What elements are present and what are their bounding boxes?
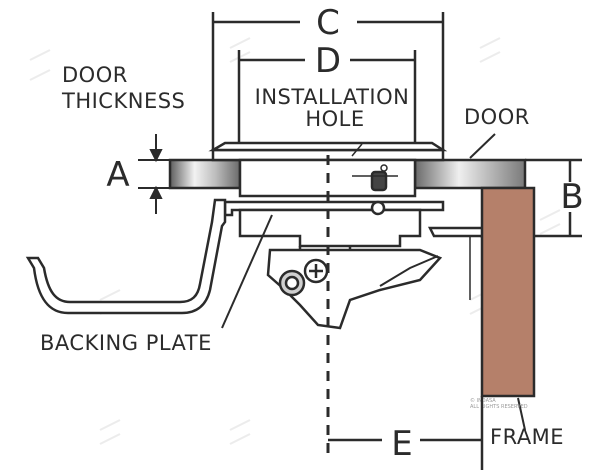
dimension-a [138,134,172,214]
dimension-c [211,12,445,150]
door-label: DOOR [464,105,530,129]
dimension-b-label: B [560,177,583,217]
latch-flange [208,141,448,198]
latch-knob [352,164,398,192]
installation-hole-label-line2: HOLE [305,107,364,131]
door-leader-line [469,133,496,159]
door-thickness-label-line1: DOOR [62,63,128,87]
handle-arm [25,198,227,315]
frame-label: FRAME [490,425,564,449]
installation-hole-label-line1: INSTALLATION [255,85,410,109]
door-panel-right [413,158,527,190]
backing-plate-leader-line [221,214,273,329]
backing-plate-label: BACKING PLATE [40,331,212,355]
door-thickness-label-line2: THICKNESS [61,89,185,113]
watermark-brand-line2: ALL RIGHTS RESERVED [470,404,528,410]
door-panel-left [168,158,242,190]
dimension-d-label: D [315,41,341,81]
dimension-a-label: A [106,155,129,195]
dimension-e [328,396,484,470]
dimension-c-label: C [316,3,340,43]
frame-leader-line [517,397,526,431]
background-watermark-pattern [29,37,561,445]
dimension-e-label: E [391,424,412,464]
striker-tab [427,226,487,300]
dimension-d [237,50,417,145]
flange-slot-mark [351,143,363,157]
frame-block [480,186,536,398]
